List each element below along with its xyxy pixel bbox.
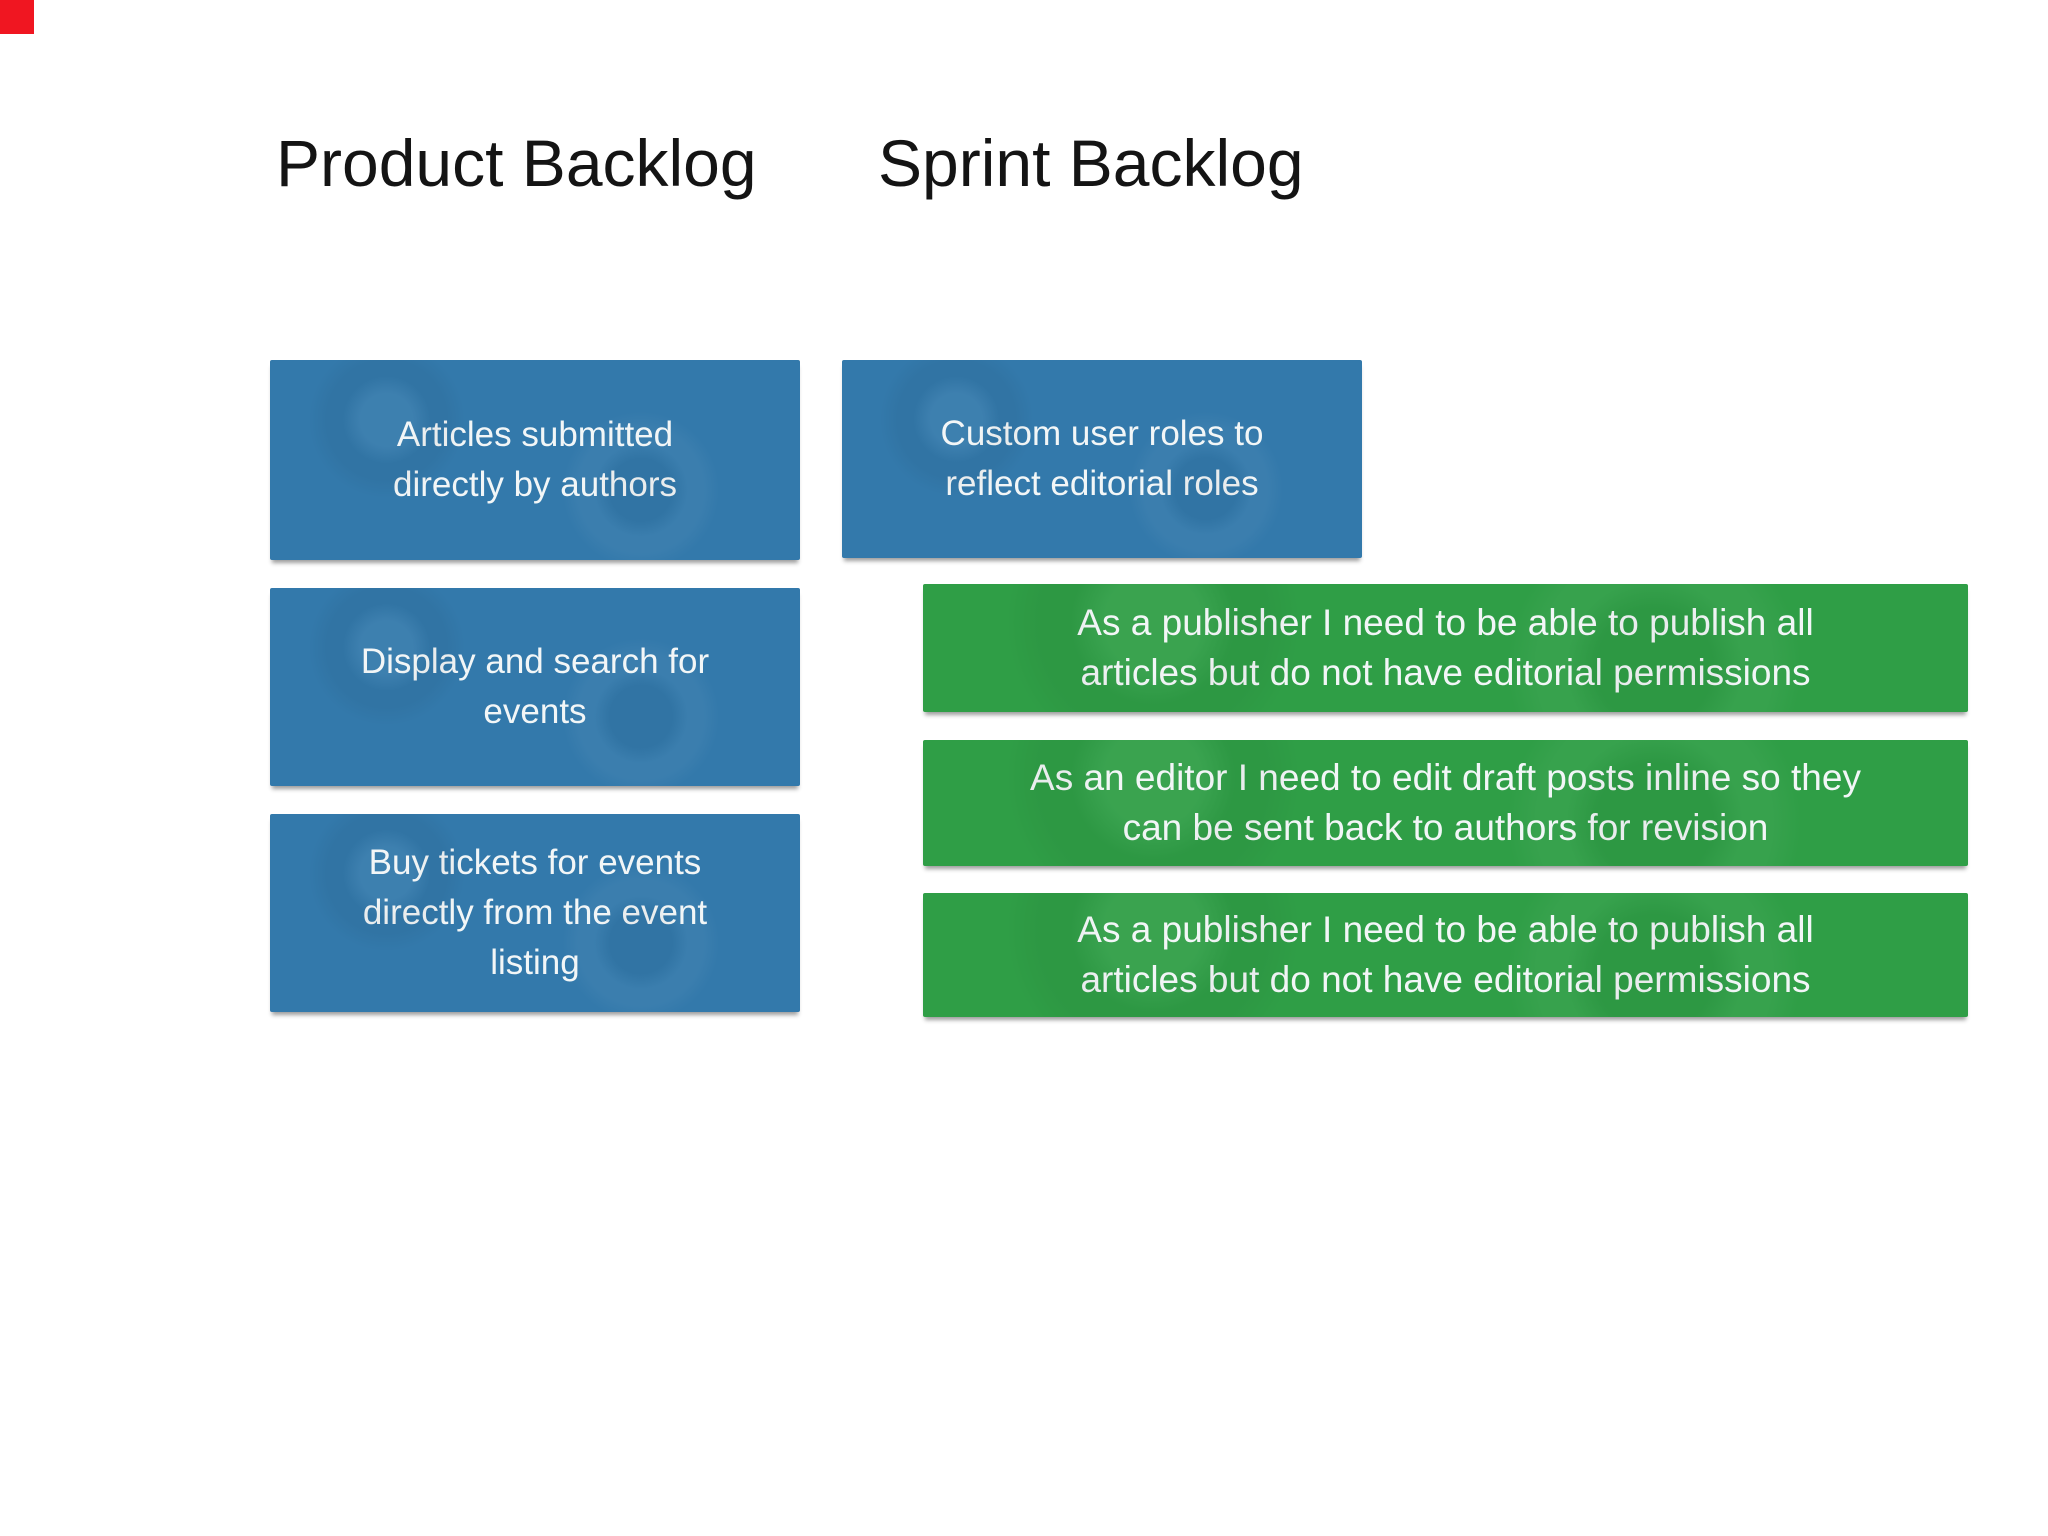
sprint-card-custom-user-roles[interactable]: Custom user roles to reflect editorial r… — [842, 360, 1362, 558]
product-card-articles-submitted[interactable]: Articles submitted directly by authors — [270, 360, 800, 560]
sprint-card-publisher-story-2[interactable]: As a publisher I need to be able to publ… — [923, 893, 1968, 1017]
sprint-backlog-title: Sprint Backlog — [878, 126, 1304, 200]
product-backlog-title: Product Backlog — [276, 126, 757, 200]
sprint-card-publisher-story-1[interactable]: As a publisher I need to be able to publ… — [923, 584, 1968, 712]
recording-indicator-icon — [0, 0, 34, 34]
product-card-buy-tickets[interactable]: Buy tickets for events directly from the… — [270, 814, 800, 1012]
product-card-display-search-events[interactable]: Display and search for events — [270, 588, 800, 786]
sprint-card-editor-story[interactable]: As an editor I need to edit draft posts … — [923, 740, 1968, 866]
